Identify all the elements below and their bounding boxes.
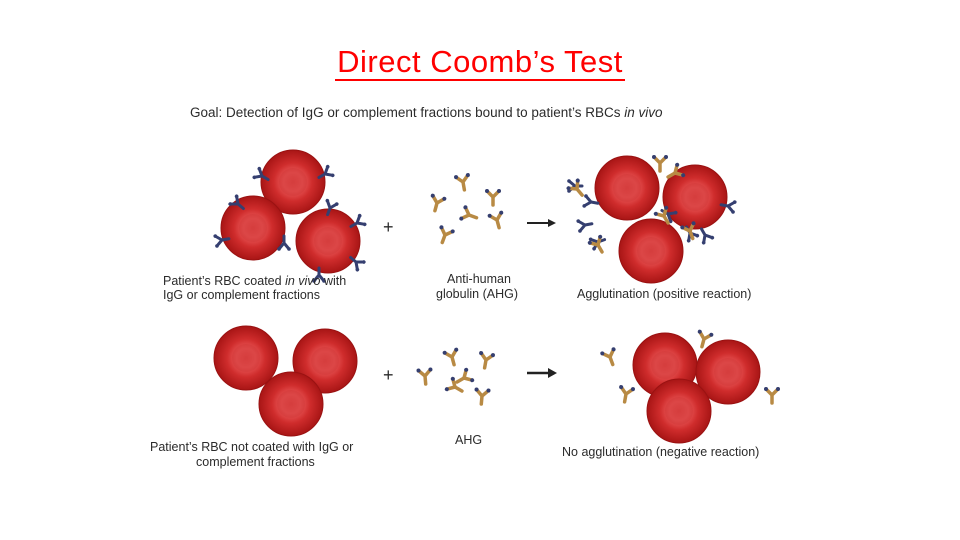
rbc-icon <box>214 326 278 390</box>
ahg-icon <box>427 193 447 213</box>
ahg-icon <box>764 387 780 403</box>
row2-ahg-label: AHG <box>455 433 482 447</box>
ahg-icon <box>487 210 507 230</box>
ahg-icon <box>454 173 473 192</box>
goal-text-main: Goal: Detection of IgG or complement fra… <box>190 105 624 120</box>
row1-coated-rbc-group <box>213 150 367 283</box>
row2-rbc-label-line2: complement fractions <box>196 455 315 469</box>
row2-uncoated-rbc-group <box>214 326 357 436</box>
row1-ahg-label-line2: globulin (AHG) <box>436 287 518 301</box>
row2-ahg-group <box>416 347 495 404</box>
row1-plus: + <box>383 217 394 237</box>
rbc-icon <box>296 209 360 273</box>
goal-text: Goal: Detection of IgG or complement fra… <box>190 105 663 120</box>
row2-rbc-label-line1: Patient’s RBC not coated with IgG or <box>150 440 353 454</box>
row1-rbc-label-italic: in vivo <box>285 274 320 288</box>
rbc-icon <box>595 156 659 220</box>
ahg-icon <box>459 205 480 226</box>
row1-ahg-group <box>427 173 507 246</box>
arrow-right-icon <box>527 219 556 227</box>
ahg-icon <box>617 385 636 404</box>
ahg-icon <box>600 347 621 368</box>
row2-plus: + <box>383 365 394 385</box>
ahg-icon <box>485 189 501 205</box>
rbc-icon <box>259 372 323 436</box>
row2-no-agglutination-group <box>600 329 780 443</box>
ahg-icon <box>442 347 462 367</box>
row1-rbc-label-line2: IgG or complement fractions <box>163 288 320 302</box>
arrow-right-icon <box>527 368 557 378</box>
row1-agglutination-group <box>566 155 737 283</box>
ahg-icon <box>416 367 433 384</box>
ahg-icon <box>435 225 456 246</box>
ahg-icon <box>473 387 490 404</box>
row1-result-label: Agglutination (positive reaction) <box>577 287 751 301</box>
row2-result-label: No agglutination (negative reaction) <box>562 445 759 459</box>
row1-rbc-label-prefix: Patient’s RBC coated <box>163 274 285 288</box>
row1-rbc-label-line1: Patient’s RBC coated in vivo with <box>163 274 346 288</box>
ahg-icon <box>477 351 496 370</box>
goal-text-italic: in vivo <box>624 105 663 120</box>
row1-rbc-label-suffix: with <box>321 274 347 288</box>
ahg-icon <box>652 155 668 171</box>
rbc-icon <box>647 379 711 443</box>
ahg-icon <box>587 234 609 256</box>
rbc-icon <box>619 219 683 283</box>
row1-ahg-label-line1: Anti-human <box>447 272 511 286</box>
